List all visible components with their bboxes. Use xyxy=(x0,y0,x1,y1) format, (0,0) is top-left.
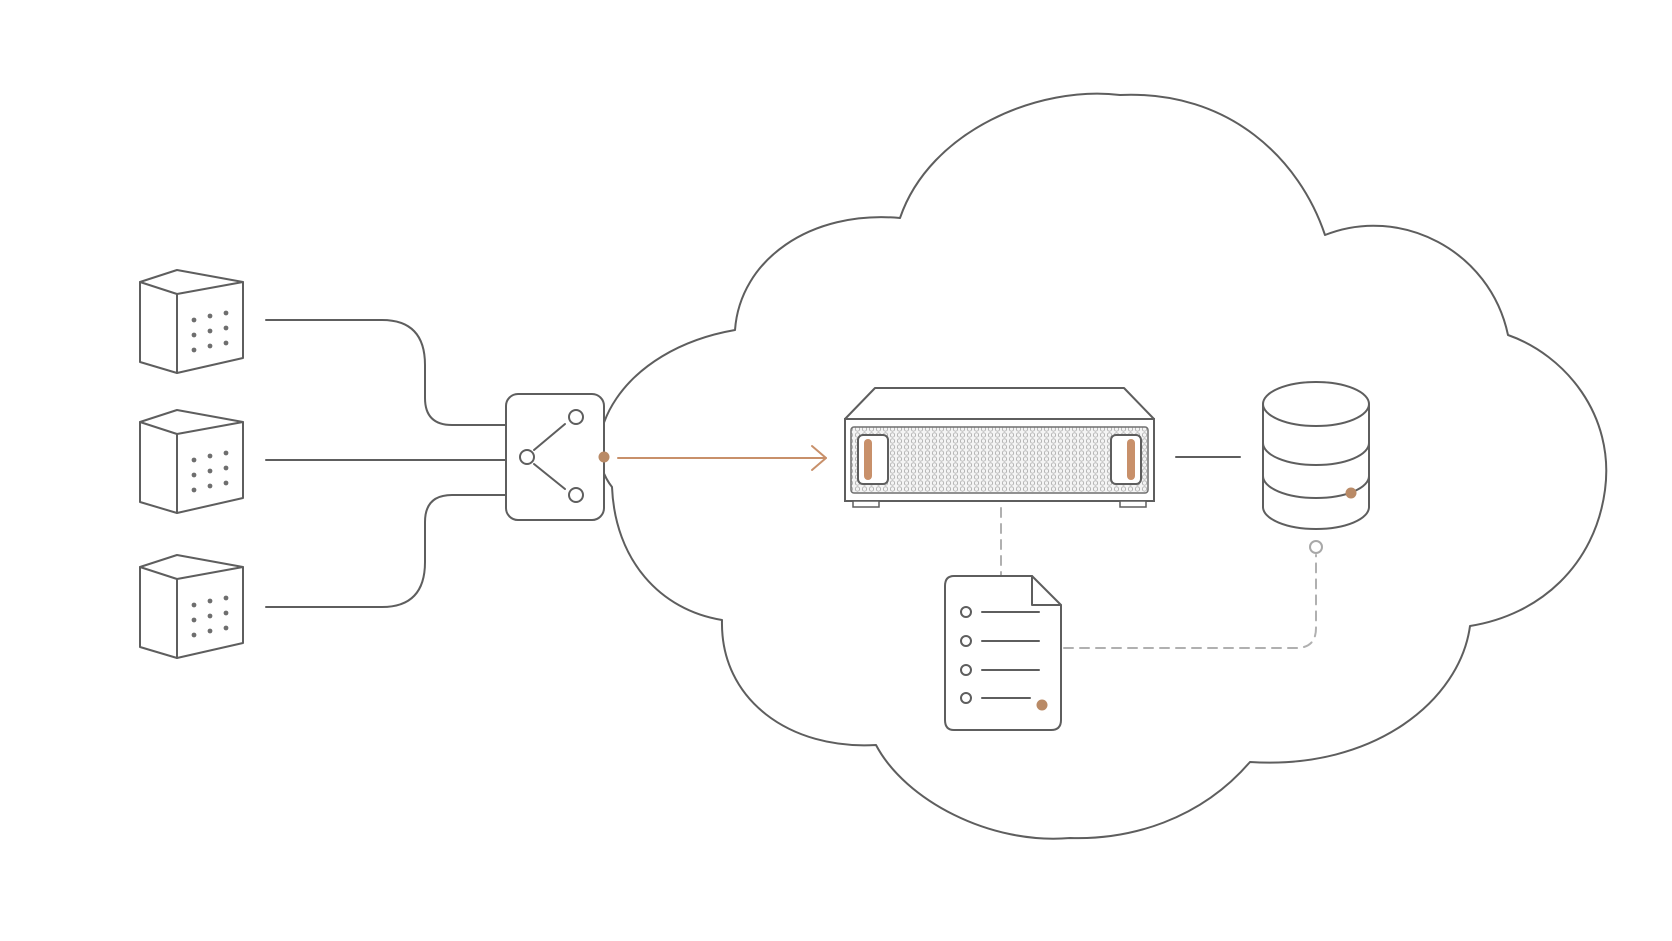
share-icon xyxy=(519,409,584,503)
link-document-database xyxy=(1063,540,1323,649)
link-device-1-gateway xyxy=(265,319,507,426)
arrow-head-icon xyxy=(811,445,827,471)
database-input-port xyxy=(1309,540,1323,554)
database-icon xyxy=(1262,381,1370,530)
gateway[interactable] xyxy=(505,393,610,521)
cube-icon xyxy=(139,269,244,374)
device-2[interactable] xyxy=(139,409,244,514)
cloud-boundary xyxy=(598,92,1608,840)
device-3[interactable] xyxy=(139,554,244,659)
server[interactable] xyxy=(844,387,1155,508)
gateway-output-port xyxy=(598,451,610,463)
link-gateway-server xyxy=(617,445,827,471)
cube-icon xyxy=(139,409,244,514)
document[interactable] xyxy=(944,575,1062,731)
document-icon xyxy=(944,575,1062,731)
cube-icon xyxy=(139,554,244,659)
database[interactable] xyxy=(1262,381,1370,530)
link-device-3-gateway xyxy=(265,494,507,608)
device-1[interactable] xyxy=(139,269,244,374)
server-icon xyxy=(844,387,1155,508)
